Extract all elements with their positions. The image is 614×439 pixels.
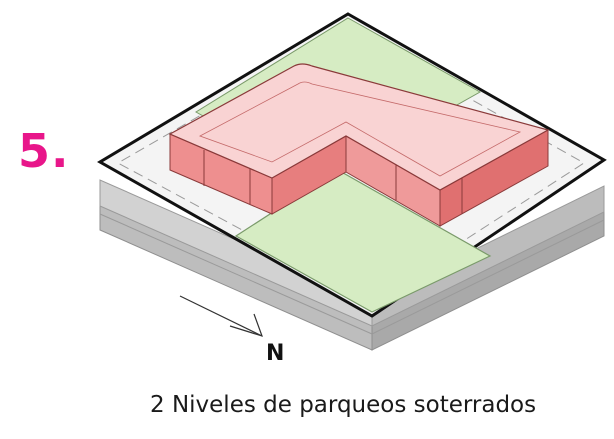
building-roof-inner-line bbox=[199, 81, 522, 177]
step-number: 5. bbox=[18, 124, 70, 178]
green-area-front bbox=[234, 169, 492, 313]
north-arrow-icon: N bbox=[179, 295, 284, 366]
building bbox=[168, 63, 550, 227]
building-roof bbox=[168, 63, 550, 191]
north-label: N bbox=[266, 341, 284, 366]
caption: 2 Niveles de parqueos soterrados bbox=[150, 392, 537, 418]
